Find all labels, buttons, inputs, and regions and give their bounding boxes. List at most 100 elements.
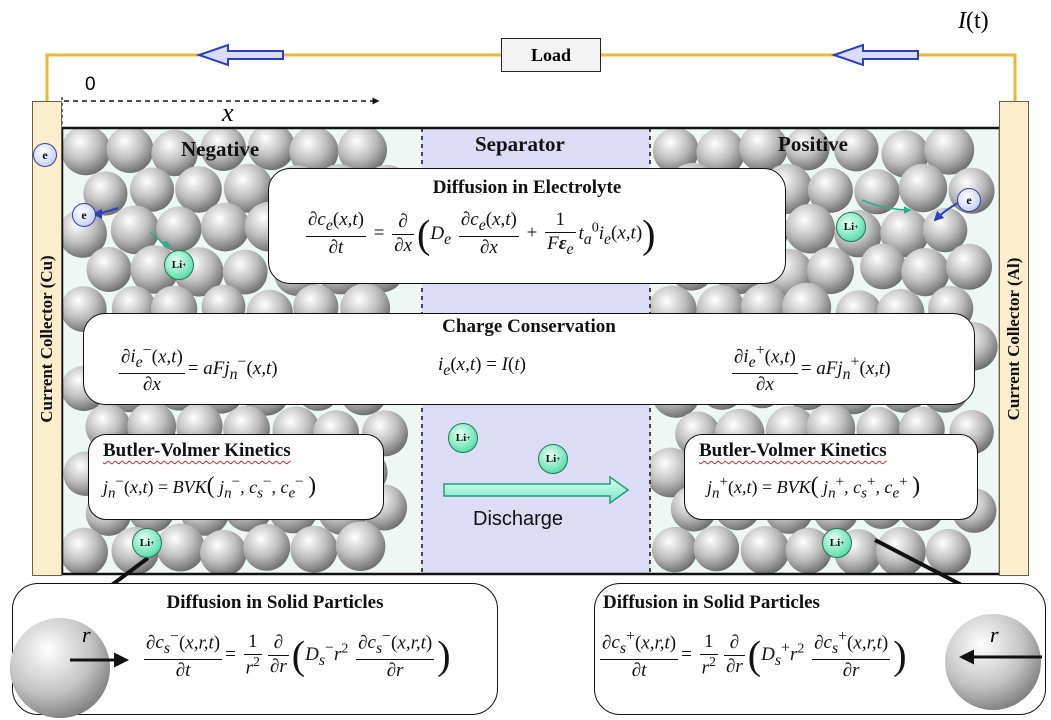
active-particle [151, 129, 198, 177]
active-particle [247, 128, 295, 171]
active-particle [83, 171, 128, 216]
active-particle [110, 205, 160, 255]
active-particle [335, 521, 386, 571]
wire [45, 53, 1017, 101]
butler-volmer-negative-box: Butler-Volmer Kinetics jn−(x,t) = BVK( j… [88, 434, 384, 520]
active-particle [739, 128, 788, 173]
lithium-ion-label: Li [139, 537, 151, 549]
fraction: ∂cs−(x,r,t)∂r [356, 628, 435, 682]
electron-particle: e [33, 143, 57, 167]
discharge-label: Discharge [473, 508, 564, 530]
lithium-ion: Li+ [132, 528, 162, 558]
butler-volmer-positive-box: Butler-Volmer Kinetics jn+(x,t) = BVK( j… [684, 434, 978, 520]
current-collector-left-label: Current Collector (Cu) [37, 254, 56, 423]
lithium-path-negative [149, 231, 172, 248]
active-particle [200, 202, 250, 252]
electron-particle-label: e [966, 192, 972, 207]
fraction: ∂∂r [267, 632, 289, 677]
diffusion-electrolyte-box: Diffusion in Electrolyte ∂ce(x,t)∂t = ∂∂… [268, 168, 786, 284]
active-particle [200, 529, 247, 574]
active-particle [106, 128, 154, 173]
active-particle [901, 248, 950, 297]
lithium-ion-label: Li [843, 221, 855, 233]
fraction: ∂∂r [723, 632, 745, 677]
region-label-negative: Negative [181, 137, 260, 161]
electron-particle: e [72, 203, 96, 227]
active-particle [898, 163, 948, 213]
charge-conservation-title: Charge Conservation [442, 316, 616, 337]
active-particle [946, 243, 992, 290]
fraction: ∂ie−(x,t)∂x [119, 342, 185, 396]
fraction: ∂cs+(x,r,t)∂t [600, 628, 679, 682]
active-particle [785, 527, 832, 574]
active-particle [834, 128, 879, 172]
current-collector-right: Current Collector (Al) [999, 101, 1029, 576]
electron-particle-label: e [81, 207, 87, 222]
solid-diffusion-positive-box: Diffusion in Solid Particles ∂cs+(x,r,t)… [594, 583, 1046, 715]
origin-label: 0 [85, 74, 96, 95]
active-particle [880, 208, 929, 258]
active-particle [222, 249, 268, 295]
active-particle [785, 203, 835, 254]
fraction: ∂ce(x,t)∂x [458, 209, 519, 258]
lithium-ion-label: Li [455, 432, 467, 444]
charge-conservation-box: Charge Conservation ∂ie−(x,t)∂x= aFjn−(x… [83, 313, 975, 405]
butler-volmer-positive-equation: jn+(x,t) = BVK( jn+, cs+, ce+ ) [707, 473, 921, 502]
butler-volmer-negative-equation: jn−(x,t) = BVK( jn−, cs−, ce− ) [103, 473, 317, 502]
current-label-text: (t) [966, 8, 989, 34]
active-particle [925, 528, 971, 574]
electron-particle: e [957, 188, 981, 212]
solid-diffusion-negative-title: Diffusion in Solid Particles [166, 592, 384, 613]
lithium-ion: Li+ [448, 423, 478, 453]
current-collector-right-label: Current Collector (Al) [1004, 257, 1023, 420]
radius-label-negative: r [82, 622, 91, 647]
solid-diffusion-positive-title: Diffusion in Solid Particles [603, 592, 820, 613]
fraction: ∂cs+(x,r,t)∂r [812, 628, 891, 682]
butler-volmer-positive-title: Butler-Volmer Kinetics [699, 440, 977, 462]
region-label-separator: Separator [475, 132, 565, 156]
active-particle [652, 128, 699, 174]
lithium-ion: Li+ [538, 444, 568, 474]
lithium-ion-label: Li [545, 453, 557, 465]
lithium-ion: Li+ [836, 212, 866, 242]
active-particle [338, 128, 387, 175]
lithium-ion-label: Li [829, 537, 841, 549]
current-label: I(t) [958, 8, 989, 35]
total-current-equation: ie(x,t) = I(t) [438, 354, 526, 379]
current-label-symbol: I [958, 8, 966, 34]
lithium-path-positive [861, 199, 912, 214]
active-particle [62, 527, 108, 574]
load-label: Load [530, 44, 572, 65]
discharge-arrow [443, 475, 630, 505]
active-particle [807, 247, 854, 295]
active-particle [289, 128, 339, 176]
positive-charge-equation: ∂ie+(x,t)∂x= aFjn+(x,t) [732, 342, 891, 396]
active-particle [785, 128, 830, 171]
fraction: ∂ce(x,t)∂t [306, 209, 366, 258]
active-particle [175, 166, 222, 213]
active-particle [693, 525, 740, 572]
butler-volmer-title-text: Butler-Volmer Kinetics [699, 440, 887, 461]
active-particle [62, 128, 111, 176]
region-label-positive: Positive [778, 132, 848, 156]
lithium-ion: Li+ [822, 528, 852, 558]
fraction: ∂∂x [392, 211, 415, 256]
lithium-ion: Li+ [164, 250, 194, 280]
active-particle [223, 163, 273, 213]
solid-diffusion-negative-box: Diffusion in Solid Particles ∂cs−(x,r,t)… [12, 583, 498, 715]
fraction: ∂ie+(x,t)∂x [732, 342, 798, 396]
active-particle [652, 526, 698, 573]
active-particle [924, 128, 975, 175]
radius-label-positive: r [990, 622, 999, 647]
current-collector-left: Current Collector (Cu) [32, 101, 62, 576]
electron-particle-label: e [42, 147, 48, 162]
active-particle [807, 167, 853, 213]
active-particle [156, 206, 202, 252]
load-box: Load [501, 38, 601, 72]
active-particle [860, 243, 906, 290]
butler-volmer-title-text: Butler-Volmer Kinetics [103, 440, 291, 461]
lithium-ion-label: Li [171, 259, 183, 271]
